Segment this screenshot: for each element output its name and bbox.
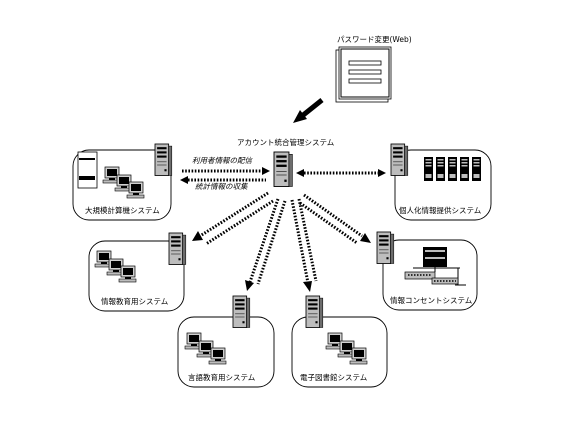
- workstation-icon: [77, 151, 144, 198]
- web-to-central-arrow: [293, 98, 324, 123]
- link-info-edu: [192, 191, 274, 246]
- system-large-scale: 大規模計算機システム: [72, 143, 173, 221]
- server-icon: [168, 232, 187, 266]
- link-library: [290, 198, 318, 292]
- info-edu-label: 情報教育用システム: [101, 296, 168, 306]
- server-icon: [390, 143, 409, 177]
- system-library: 電子図書館システム: [291, 295, 388, 388]
- central-label: アカウント統合管理システム: [237, 137, 334, 147]
- system-lang-edu: 言語教育用システム: [177, 295, 275, 388]
- lang-edu-label: 言語教育用システム: [188, 372, 255, 382]
- arrow-label-collect: 統計情報の収集: [195, 182, 249, 191]
- arrow-label-distribute: 利用者情報の配信: [192, 156, 253, 165]
- system-info-outlet: 情報コンセントシステム: [376, 231, 478, 311]
- password-change-node: パスワード変更(Web): [335, 34, 412, 103]
- personal-label: 個人化情報提供システム: [399, 205, 481, 215]
- server-icon: [305, 295, 324, 329]
- server-icon: [154, 143, 173, 177]
- large-scale-label: 大規模計算機システム: [85, 205, 160, 215]
- system-personal: 個人化情報提供システム: [390, 143, 492, 221]
- link-personal: [296, 169, 386, 177]
- info-outlet-label: 情報コンセントシステム: [390, 295, 472, 305]
- server-icon: [232, 295, 251, 329]
- password-change-label: パスワード変更(Web): [337, 34, 412, 44]
- network-hub-icon: [404, 247, 466, 286]
- system-info-edu: 情報教育用システム: [88, 232, 187, 312]
- central-node: アカウント統合管理システム: [237, 137, 334, 188]
- library-label: 電子図書館システム: [300, 372, 367, 382]
- link-large-scale: [180, 167, 270, 184]
- web-form-icon: [335, 46, 392, 103]
- link-lang-edu: [245, 198, 287, 291]
- server-icon: [424, 157, 481, 181]
- server-icon: [273, 151, 293, 188]
- link-info-outlet: [299, 193, 371, 245]
- server-icon: [376, 231, 395, 265]
